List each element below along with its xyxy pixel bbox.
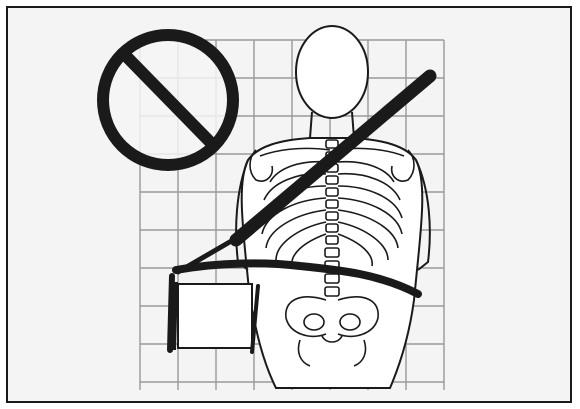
head [296,26,368,118]
prohibition-icon [103,35,233,165]
belt-anchor-left [170,276,172,350]
seat-outline [174,282,252,350]
